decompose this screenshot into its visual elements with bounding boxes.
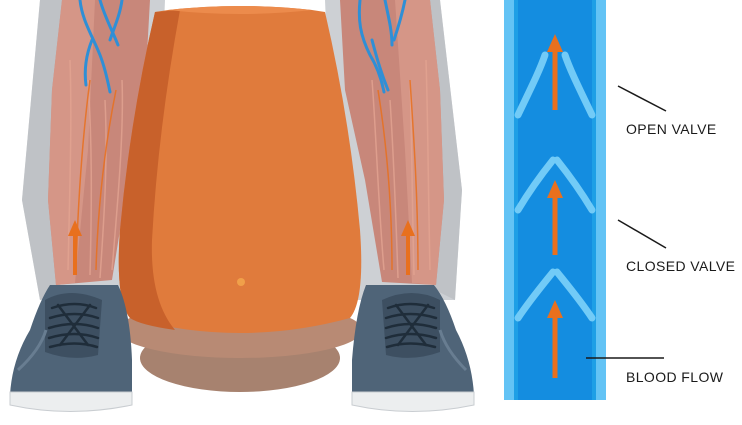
- leader-closed-valve: [618, 220, 666, 248]
- left-sneaker: [10, 285, 132, 412]
- stool: [118, 6, 362, 392]
- right-sneaker: [352, 285, 474, 412]
- closed-valve-label: CLOSED VALVE: [626, 258, 735, 274]
- vessel-wall-left: [504, 0, 514, 400]
- vessel-wall-right: [596, 0, 606, 400]
- blood-flow-label: BLOOD FLOW: [626, 369, 723, 385]
- leader-open-valve: [618, 86, 666, 111]
- vein-cross-section: [504, 0, 666, 400]
- open-valve-label: OPEN VALVE: [626, 121, 717, 137]
- stool-dot: [237, 278, 245, 286]
